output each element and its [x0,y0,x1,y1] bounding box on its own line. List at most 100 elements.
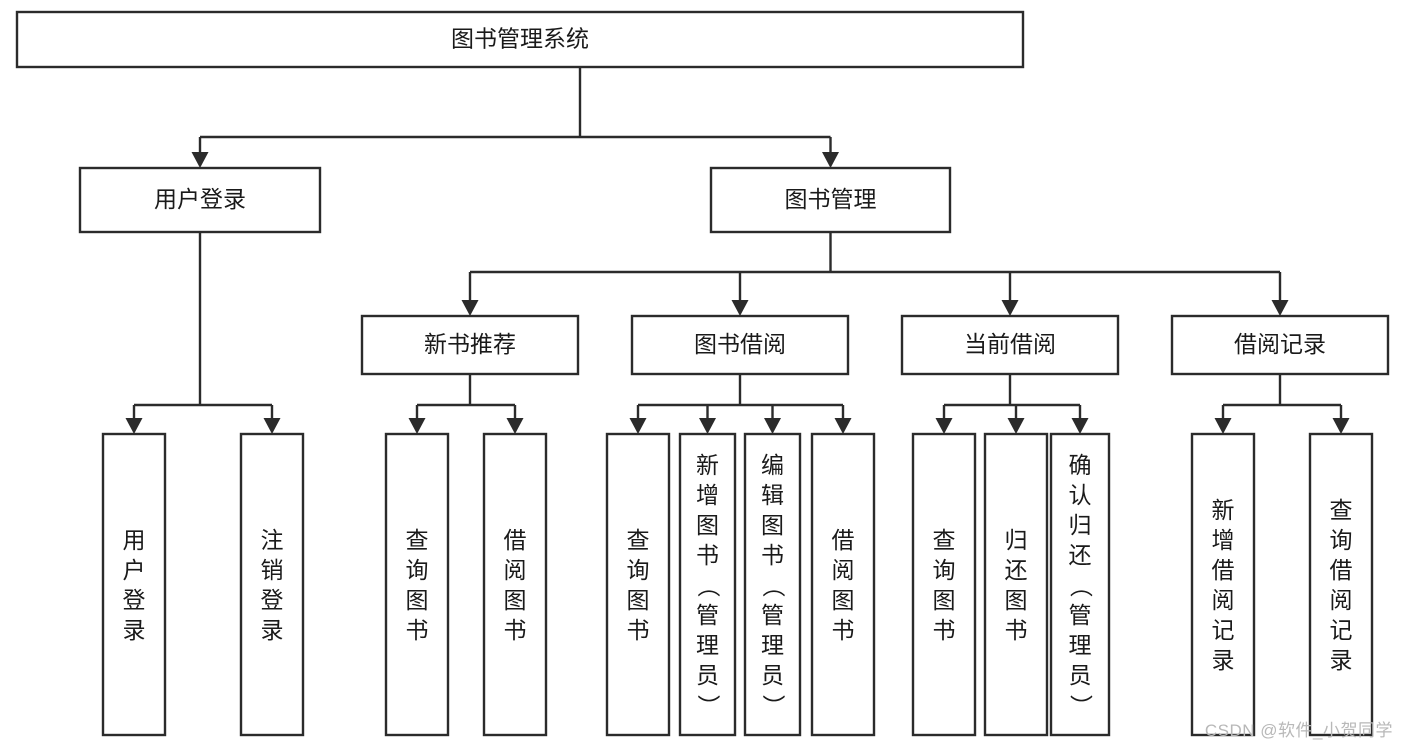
svg-text:书: 书 [933,617,956,643]
svg-text:书: 书 [406,617,429,643]
svg-text:查: 查 [406,527,429,553]
svg-text:借: 借 [1330,557,1353,583]
svg-text:（: （ [1068,574,1094,597]
node-box-leaf-user-login [101,432,167,737]
svg-text:书: 书 [761,542,784,568]
node-label-current-borrow: 当前借阅 [964,331,1056,357]
svg-text:录: 录 [123,617,146,643]
node-box-root [15,10,1025,69]
node-label-book-borrow: 图书借阅 [694,331,786,357]
node-label-new-book-recommend: 新书推荐 [424,331,516,357]
svg-text:阅: 阅 [504,557,527,583]
node-box-leaf-borrow-books-borrow [810,432,876,737]
svg-text:询: 询 [627,557,650,583]
connector-arrow [935,418,953,434]
svg-text:询: 询 [406,557,429,583]
svg-text:归: 归 [1005,527,1028,553]
node-label-user-login: 用户登录 [154,186,246,212]
svg-text:书: 书 [832,617,855,643]
svg-text:）: ） [1068,694,1094,717]
svg-text:增: 增 [696,482,719,508]
connector-new-book-recommend [415,374,517,418]
node-box-leaf-borrow-books-recommend [482,432,548,737]
svg-text:增: 增 [1212,527,1235,553]
svg-text:管: 管 [696,602,719,628]
svg-text:（: （ [761,574,787,597]
node-label-root: 图书管理系统 [451,26,589,52]
svg-text:记: 记 [1212,617,1235,643]
svg-text:书: 书 [627,617,650,643]
svg-text:录: 录 [261,617,284,643]
node-box-leaf-logout-login [239,432,305,737]
svg-text:借: 借 [1212,557,1235,583]
svg-text:登: 登 [123,587,146,613]
svg-text:借: 借 [504,527,527,553]
svg-text:阅: 阅 [1212,587,1235,613]
connector-arrow [1214,418,1232,434]
connector-arrow [1332,418,1350,434]
connector-arrow [764,418,781,434]
node-box-leaf-query-books-current [911,432,977,737]
connector-arrow [629,418,647,434]
connector-arrow [125,418,143,434]
node-box-user-login [78,166,322,234]
svg-text:用: 用 [123,527,146,553]
svg-text:确: 确 [1069,452,1092,478]
connector-arrow [699,418,716,434]
svg-text:图: 图 [832,587,855,613]
svg-text:管: 管 [761,602,784,628]
node-box-leaf-add-book-admin [678,432,737,737]
svg-text:图: 图 [696,512,719,538]
svg-text:录: 录 [1212,647,1235,673]
svg-text:查: 查 [1330,497,1353,523]
svg-text:书: 书 [1005,617,1028,643]
connector-arrow [1007,418,1025,434]
svg-text:新: 新 [696,452,719,478]
svg-text:借: 借 [832,527,855,553]
svg-text:归: 归 [1069,512,1092,538]
svg-text:理: 理 [696,632,719,658]
connector-book-borrow [636,374,845,418]
svg-text:认: 认 [1069,482,1092,508]
svg-text:录: 录 [1330,647,1353,673]
svg-text:图: 图 [761,512,784,538]
svg-text:登: 登 [261,587,284,613]
svg-text:记: 记 [1330,617,1353,643]
node-labels-group: 图书管理系统用户登录图书管理新书推荐图书借阅当前借阅借阅记录用户登录注销登录查询… [123,26,1353,718]
svg-text:注: 注 [261,527,284,553]
svg-text:图: 图 [1005,587,1028,613]
connector-book-management [468,232,1282,300]
connector-arrow [822,152,839,168]
svg-text:还: 还 [1005,557,1028,583]
svg-text:理: 理 [1069,632,1092,658]
svg-text:书: 书 [696,542,719,568]
node-box-leaf-add-borrow-record [1190,432,1256,737]
connector-arrow [263,418,281,434]
node-box-leaf-query-books-recommend [384,432,450,737]
node-box-borrow-record [1170,314,1390,376]
node-box-leaf-return-books [983,432,1049,737]
svg-text:新: 新 [1212,497,1235,523]
svg-text:图: 图 [627,587,650,613]
node-box-leaf-query-borrow-record [1308,432,1374,737]
node-boxes-group [15,10,1390,737]
svg-text:图: 图 [933,587,956,613]
svg-text:）: ） [761,694,787,717]
svg-text:理: 理 [761,632,784,658]
svg-text:查: 查 [933,527,956,553]
connector-arrow [1271,300,1289,316]
svg-text:辑: 辑 [761,482,784,508]
svg-text:）: ） [696,694,722,717]
node-box-leaf-edit-book-admin [743,432,802,737]
connector-root [198,67,832,152]
node-label-leaf-user-login: 用户登录 [123,527,146,643]
